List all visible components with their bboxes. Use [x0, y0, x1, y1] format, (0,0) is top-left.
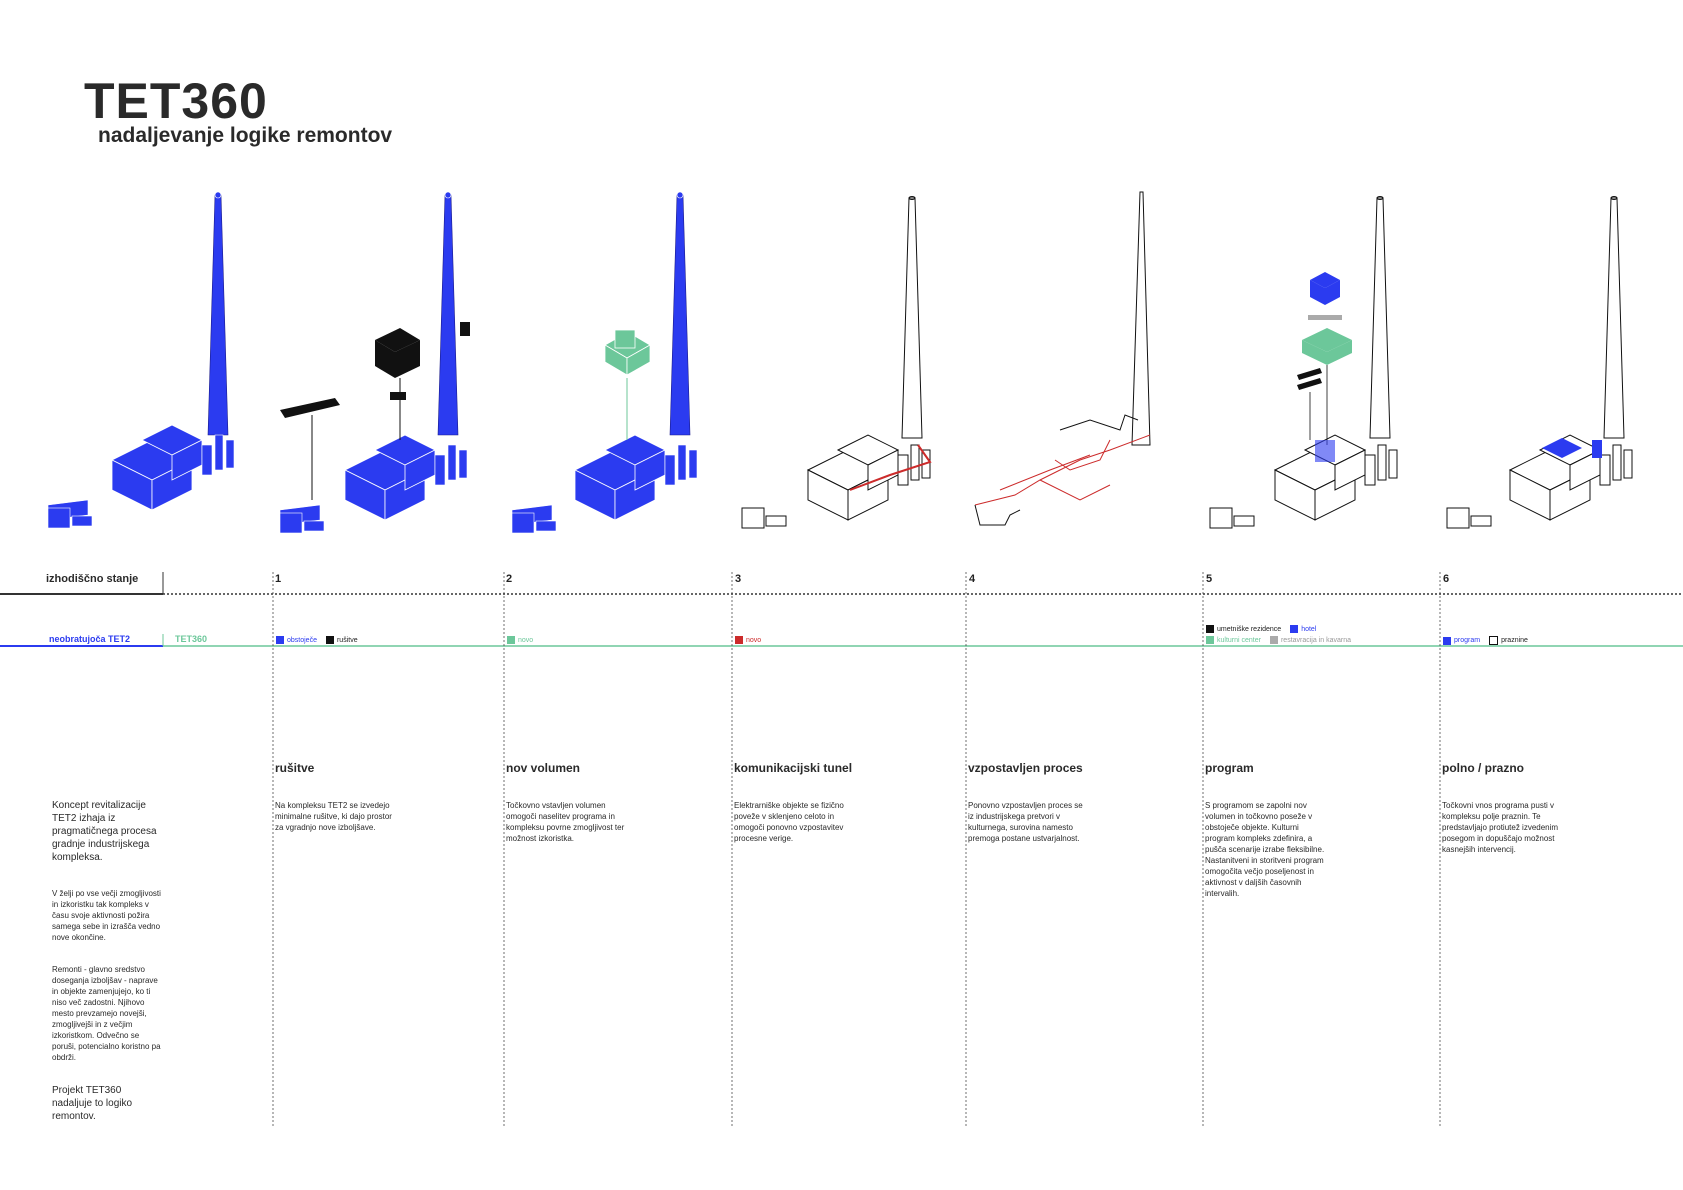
legend-swatch	[1443, 636, 1451, 645]
lane-right-label: TET360	[175, 634, 208, 644]
legend-stage-5-row1: umetniške rezidence hotel	[1206, 625, 1316, 633]
legend-label: hotel	[1301, 625, 1317, 633]
stage-title: vzpostavljen proces	[968, 761, 1083, 775]
stage-number: 1	[275, 573, 282, 585]
lane-left-label: neobratujoča TET2	[49, 634, 131, 644]
stage-title: polno / prazno	[1442, 761, 1524, 775]
legend-label: umetniške rezidence	[1217, 625, 1282, 633]
legend-label: obstoječe	[287, 636, 317, 644]
timeline-start-label: izhodiščno stanje	[46, 573, 139, 585]
legend-stage-2: novo	[507, 636, 533, 644]
legend-swatch	[325, 636, 334, 644]
legend-swatch	[276, 636, 284, 644]
diagram-stage-6	[1446, 196, 1633, 529]
legend-stage-1: obstoječe rušitve	[276, 636, 358, 644]
stage-title: komunikacijski tunel	[734, 761, 853, 775]
legend-label: novo	[518, 636, 534, 644]
intro-paragraph: Koncept revitalizacije TET2 izhaja iz pr…	[52, 800, 157, 863]
stage-description: Elektrarniške objekte se fizično poveže …	[734, 801, 844, 843]
legend-label: program	[1454, 637, 1481, 644]
intro-paragraph: Projekt TET360 nadaljuje to logiko remon…	[52, 1085, 133, 1122]
legend-label: rušitve	[336, 636, 358, 644]
stage-description: Na kompleksu TET2 se izvedejo minimalne …	[275, 801, 392, 832]
legend-stage-5-row2: kulturni center restavracija in kavarna	[1206, 636, 1351, 644]
stage-number: 5	[1206, 573, 1213, 585]
diagram-stage-0	[47, 191, 235, 529]
diagram-stage-3	[741, 196, 932, 529]
legend-swatch	[735, 636, 743, 644]
diagram-stage-1	[279, 191, 470, 534]
stage-number: 6	[1443, 573, 1450, 585]
stage-title: rušitve	[275, 761, 315, 775]
stage-number: 3	[735, 573, 742, 585]
legend-label: restavracija in kavarna	[1280, 636, 1351, 644]
legend-swatch	[1489, 636, 1499, 645]
legend-label: novo	[746, 636, 762, 644]
legend-stage-3: novo	[735, 636, 761, 644]
stage-description: S programom se zapolni nov volumen in to…	[1205, 801, 1325, 898]
stage-number: 4	[969, 573, 976, 585]
legend-swatch	[507, 636, 515, 644]
stage-description: Ponovno vzpostavljen proces se iz indust…	[968, 801, 1083, 843]
page-subtitle: nadaljevanje logike remontov	[98, 124, 393, 147]
intro-paragraph: V želji po vse večji zmogljivosti in izk…	[52, 889, 161, 942]
page-title: TET360	[84, 73, 268, 129]
stage-title: nov volumen	[506, 761, 581, 775]
legend-label: praznine	[1501, 637, 1528, 644]
stage-number: 2	[506, 573, 513, 585]
stage-description: Točkovno vstavljen volumen omogoči nasel…	[506, 801, 625, 843]
legend-swatch	[1269, 636, 1278, 644]
legend-stage-6: program praznine	[1443, 636, 1528, 645]
legend-swatch	[1206, 636, 1214, 644]
diagram-stage-2	[511, 191, 698, 534]
legend-label: kulturni center	[1217, 636, 1261, 644]
stage-description: Točkovni vnos programa pusti v kompleksu…	[1442, 801, 1559, 854]
diagram-stage-5	[1209, 196, 1398, 529]
legend-swatch	[1206, 625, 1214, 633]
legend-swatch	[1290, 625, 1299, 633]
diagram-stage-4	[974, 191, 1151, 526]
intro-paragraph: Remonti - glavno sredstvo doseganja izbo…	[52, 965, 161, 1062]
stage-title: program	[1205, 761, 1254, 775]
